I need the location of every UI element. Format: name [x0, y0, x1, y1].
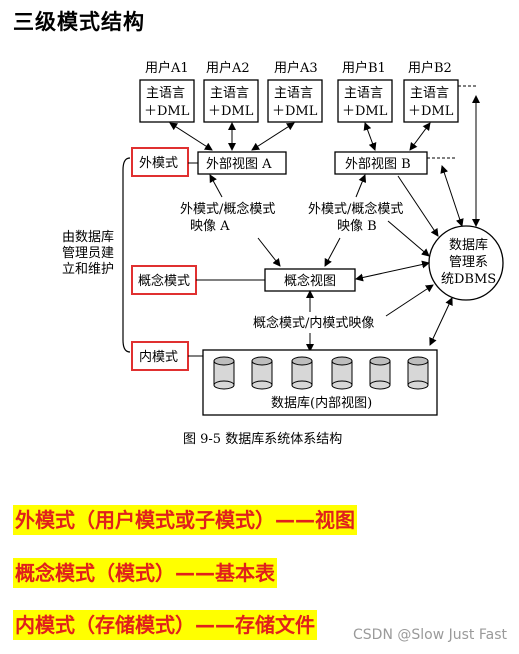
arrow-mapping-b-conceptual — [324, 237, 341, 267]
database-box — [202, 349, 438, 416]
arrow-dbms-mapping — [385, 284, 434, 317]
user-a2-box: 主语言 ＋DML — [203, 79, 259, 123]
dbms-line-3: 统DBMS — [441, 272, 496, 287]
conceptual-internal-mapping-label: 概念模式/内模式映像 — [253, 315, 374, 331]
cylinder-1 — [213, 356, 235, 390]
user-a1-label: 用户A1 — [145, 60, 189, 76]
external-view-b-label: 外部视图 B — [345, 157, 411, 172]
csdn-watermark: CSDN @Slow Just Fast — [353, 627, 507, 643]
user-a3-lang1: 主语言 — [274, 86, 313, 101]
user-a1-lang1: 主语言 — [146, 86, 185, 101]
mapping-a-line-1: 外模式/概念模式 — [180, 201, 275, 217]
user-a2-label: 用户A2 — [206, 60, 250, 76]
user-b2-lang2: ＋DML — [408, 104, 454, 119]
cylinder-4 — [331, 356, 353, 390]
user-a3-lang2: ＋DML — [272, 104, 318, 119]
mapping-a-line-2: 映像 A — [190, 219, 230, 234]
cylinder-5 — [369, 356, 391, 390]
highlight-conceptual-schema: 概念模式（模式）——基本表 — [13, 558, 277, 588]
external-view-a-label: 外部视图 A — [206, 157, 272, 172]
internal-schema-label: 内模式 — [139, 349, 178, 365]
maintainer-line-3: 立和维护 — [62, 262, 114, 277]
user-a3-box: 主语言 ＋DML — [267, 79, 323, 123]
arrow-dbms-database — [429, 297, 453, 346]
user-a3-label: 用户A3 — [274, 60, 318, 76]
arrow-dbms-conceptual — [355, 260, 430, 282]
user-b1-lang2: ＋DML — [342, 104, 388, 119]
user-a2-lang2: ＋DML — [208, 104, 254, 119]
arrow-dbms-view-b-lower — [397, 175, 439, 237]
user-a1-lang2: ＋DML — [144, 104, 190, 119]
external-schema-box — [131, 147, 189, 177]
cylinder-2 — [251, 356, 273, 390]
cylinder-6 — [407, 356, 429, 390]
user-b2-box: 主语言 ＋DML — [403, 79, 459, 123]
highlight-external-schema: 外模式（用户模式或子模式）——视图 — [13, 505, 357, 535]
arrow-view-a-down — [209, 174, 223, 198]
user-a2-lang1: 主语言 — [210, 86, 249, 101]
database-cylinders — [213, 356, 429, 390]
architecture-diagram: 用户A1 用户A2 用户A3 用户B1 用户B2 主语言 ＋DML 主语言 ＋D… — [62, 60, 504, 416]
cylinder-3 — [291, 356, 313, 390]
arrow-dbms-mapping-b — [387, 220, 430, 257]
arrow-a3-view-a — [251, 122, 295, 151]
arrow-mapping-a-conceptual — [257, 237, 281, 267]
conceptual-view-label: 概念视图 — [284, 273, 336, 289]
mapping-b-line-1: 外模式/概念模式 — [308, 201, 403, 217]
user-a1-box: 主语言 ＋DML — [139, 79, 195, 123]
mapping-b-line-2: 映像 B — [337, 219, 377, 234]
arrow-b1-view-b — [363, 122, 377, 151]
external-view-b-box — [334, 151, 428, 175]
arrow-b2-view-b — [409, 122, 431, 151]
schema-bracket — [122, 157, 131, 353]
arrow-a1-view-a — [169, 122, 213, 151]
figure-caption: 图 9-5 数据库系统体系结构 — [183, 432, 343, 447]
maintainer-line-1: 由数据库 — [62, 229, 114, 245]
external-schema-label: 外模式 — [139, 156, 178, 171]
user-b1-label: 用户B1 — [342, 60, 386, 76]
arrow-view-b-down — [355, 174, 367, 198]
arrow-dbms-view-b — [440, 165, 464, 227]
highlight-internal-schema: 内模式（存储模式）——存储文件 — [13, 610, 317, 640]
user-b1-lang1: 主语言 — [344, 86, 383, 101]
user-b1-box: 主语言 ＋DML — [337, 79, 393, 123]
dbms-line-2: 管理系 — [449, 255, 488, 270]
user-b2-lang1: 主语言 — [410, 86, 449, 101]
dbms-line-1: 数据库 — [449, 237, 488, 253]
database-label: 数据库(内部视图) — [271, 395, 372, 411]
conceptual-schema-label: 概念模式 — [138, 273, 190, 289]
user-b2-label: 用户B2 — [408, 60, 452, 76]
page-title: 三级模式结构 — [13, 10, 145, 34]
maintainer-line-2: 管理员建 — [62, 246, 114, 261]
